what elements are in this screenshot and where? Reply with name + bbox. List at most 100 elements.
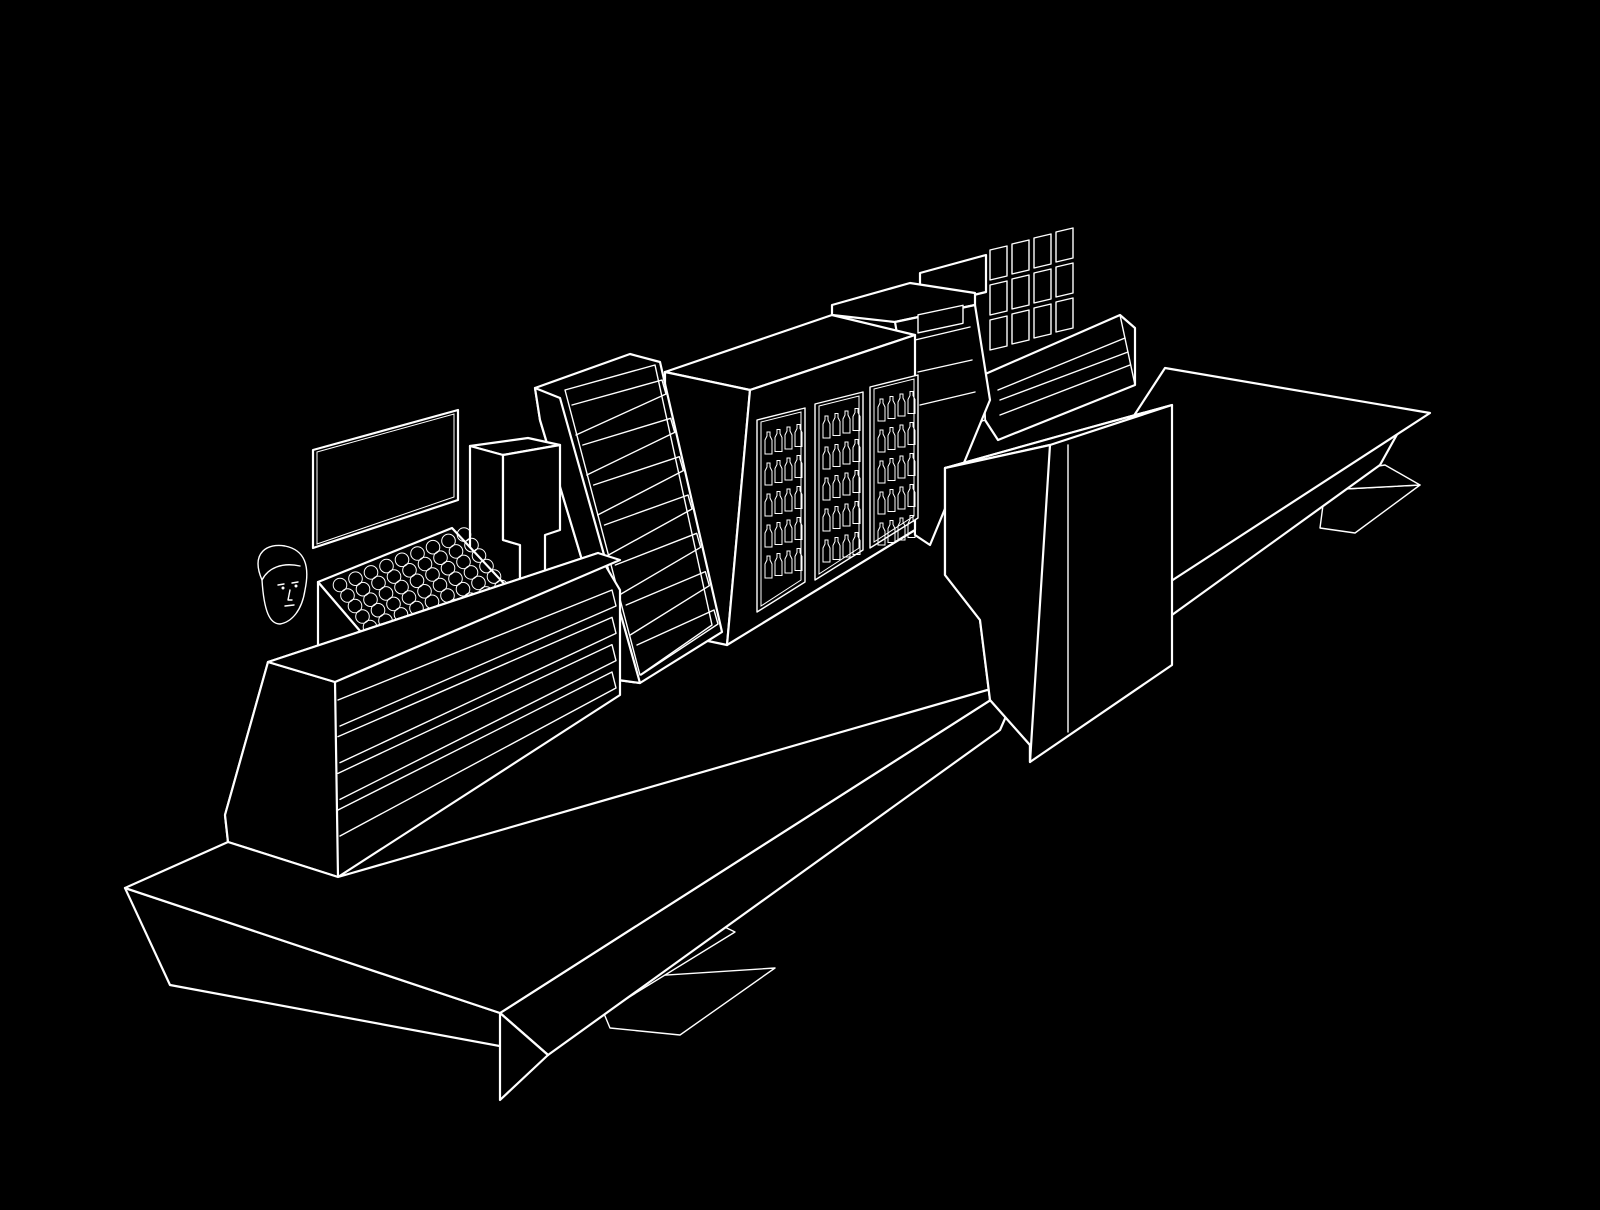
fruit: [409, 573, 425, 589]
wall-panel: [989, 280, 1008, 316]
wall-panel: [1011, 309, 1030, 345]
bottle: [794, 548, 803, 571]
bottle: [784, 519, 793, 543]
fruit: [371, 575, 386, 591]
bottle: [774, 460, 783, 483]
person-head: [257, 544, 308, 625]
bottle: [877, 429, 886, 453]
counter-platform: [123, 678, 1024, 1102]
bottle: [907, 422, 916, 445]
counter-shelf: [337, 616, 617, 764]
bottle: [907, 484, 916, 507]
fruit: [456, 527, 472, 542]
fruit: [348, 571, 363, 587]
bottle: [842, 534, 851, 558]
fruit: [340, 588, 355, 603]
bottle: [887, 427, 896, 450]
bottle: [832, 413, 841, 436]
rack-shelf: [592, 455, 685, 516]
fridge-door-glass: [760, 411, 802, 607]
bottle: [822, 415, 831, 439]
bottle: [897, 393, 906, 417]
bottle: [794, 424, 803, 447]
bottle: [852, 439, 861, 462]
wall-panel: [1033, 303, 1052, 339]
fruit: [440, 560, 456, 576]
bottle: [897, 517, 906, 541]
bottle: [822, 539, 831, 563]
bottle: [794, 486, 803, 509]
fruit: [417, 556, 433, 572]
bottle: [794, 517, 803, 540]
rack-shelf: [603, 494, 693, 556]
wall-panel: [1011, 239, 1030, 275]
wall-panel-grid: [989, 227, 1074, 351]
bottle: [832, 506, 841, 529]
fruit: [433, 550, 448, 566]
counter-shelf: [337, 643, 617, 801]
bottle: [774, 553, 783, 576]
bottle: [764, 524, 773, 548]
fruit: [471, 575, 486, 591]
bottle: [907, 453, 916, 476]
fruit: [378, 586, 394, 601]
bottle: [764, 462, 773, 486]
wall-panel: [1055, 262, 1074, 298]
bottle: [822, 477, 831, 501]
fruit: [332, 577, 348, 593]
fruit: [417, 584, 432, 599]
bottle: [822, 508, 831, 532]
bottle: [887, 489, 896, 512]
server-cabinet: [830, 281, 992, 547]
fruit: [448, 571, 463, 587]
fruit: [386, 596, 401, 612]
rack-shelf: [625, 570, 711, 636]
fruit: [425, 567, 440, 582]
bottle: [784, 457, 793, 481]
wall-panel: [1033, 268, 1052, 304]
counter-shelf: [337, 589, 617, 727]
fruit: [401, 590, 417, 605]
fruit: [463, 565, 479, 580]
fruit: [432, 577, 448, 593]
wall-panel: [989, 245, 1008, 281]
fruit: [402, 563, 417, 578]
fruit: [455, 581, 471, 597]
bottle: [842, 410, 851, 434]
fruit: [471, 548, 487, 563]
counter-shelves: [337, 589, 617, 837]
fruit: [394, 552, 410, 568]
bottle: [774, 429, 783, 452]
bottle: [877, 522, 886, 546]
rack-shelf: [582, 417, 676, 476]
rack-shelf: [571, 379, 667, 436]
bottle: [784, 550, 793, 574]
fruit: [448, 544, 464, 559]
bottle: [897, 455, 906, 479]
fruit: [394, 579, 409, 595]
bottle: [764, 493, 773, 517]
wall-panel: [1033, 233, 1052, 269]
fruit: [363, 592, 378, 608]
bottle: [907, 391, 916, 414]
fruit: [410, 546, 425, 561]
bottle: [822, 446, 831, 470]
bottle: [897, 424, 906, 448]
foreground-tall-cabinet: [943, 403, 1174, 764]
bottle: [832, 537, 841, 560]
wall-panel: [1055, 227, 1074, 263]
bottle: [852, 470, 861, 493]
bottle: [784, 488, 793, 512]
bottle: [877, 491, 886, 515]
fridge-door: [869, 374, 919, 549]
fridge-door: [814, 391, 864, 581]
bottle: [907, 515, 916, 538]
wall-panel: [1011, 274, 1030, 310]
front-counter: [223, 551, 622, 879]
fruit: [363, 565, 379, 580]
bottle: [852, 501, 861, 524]
drinks-fridge: [663, 313, 919, 647]
fruit: [441, 533, 456, 549]
